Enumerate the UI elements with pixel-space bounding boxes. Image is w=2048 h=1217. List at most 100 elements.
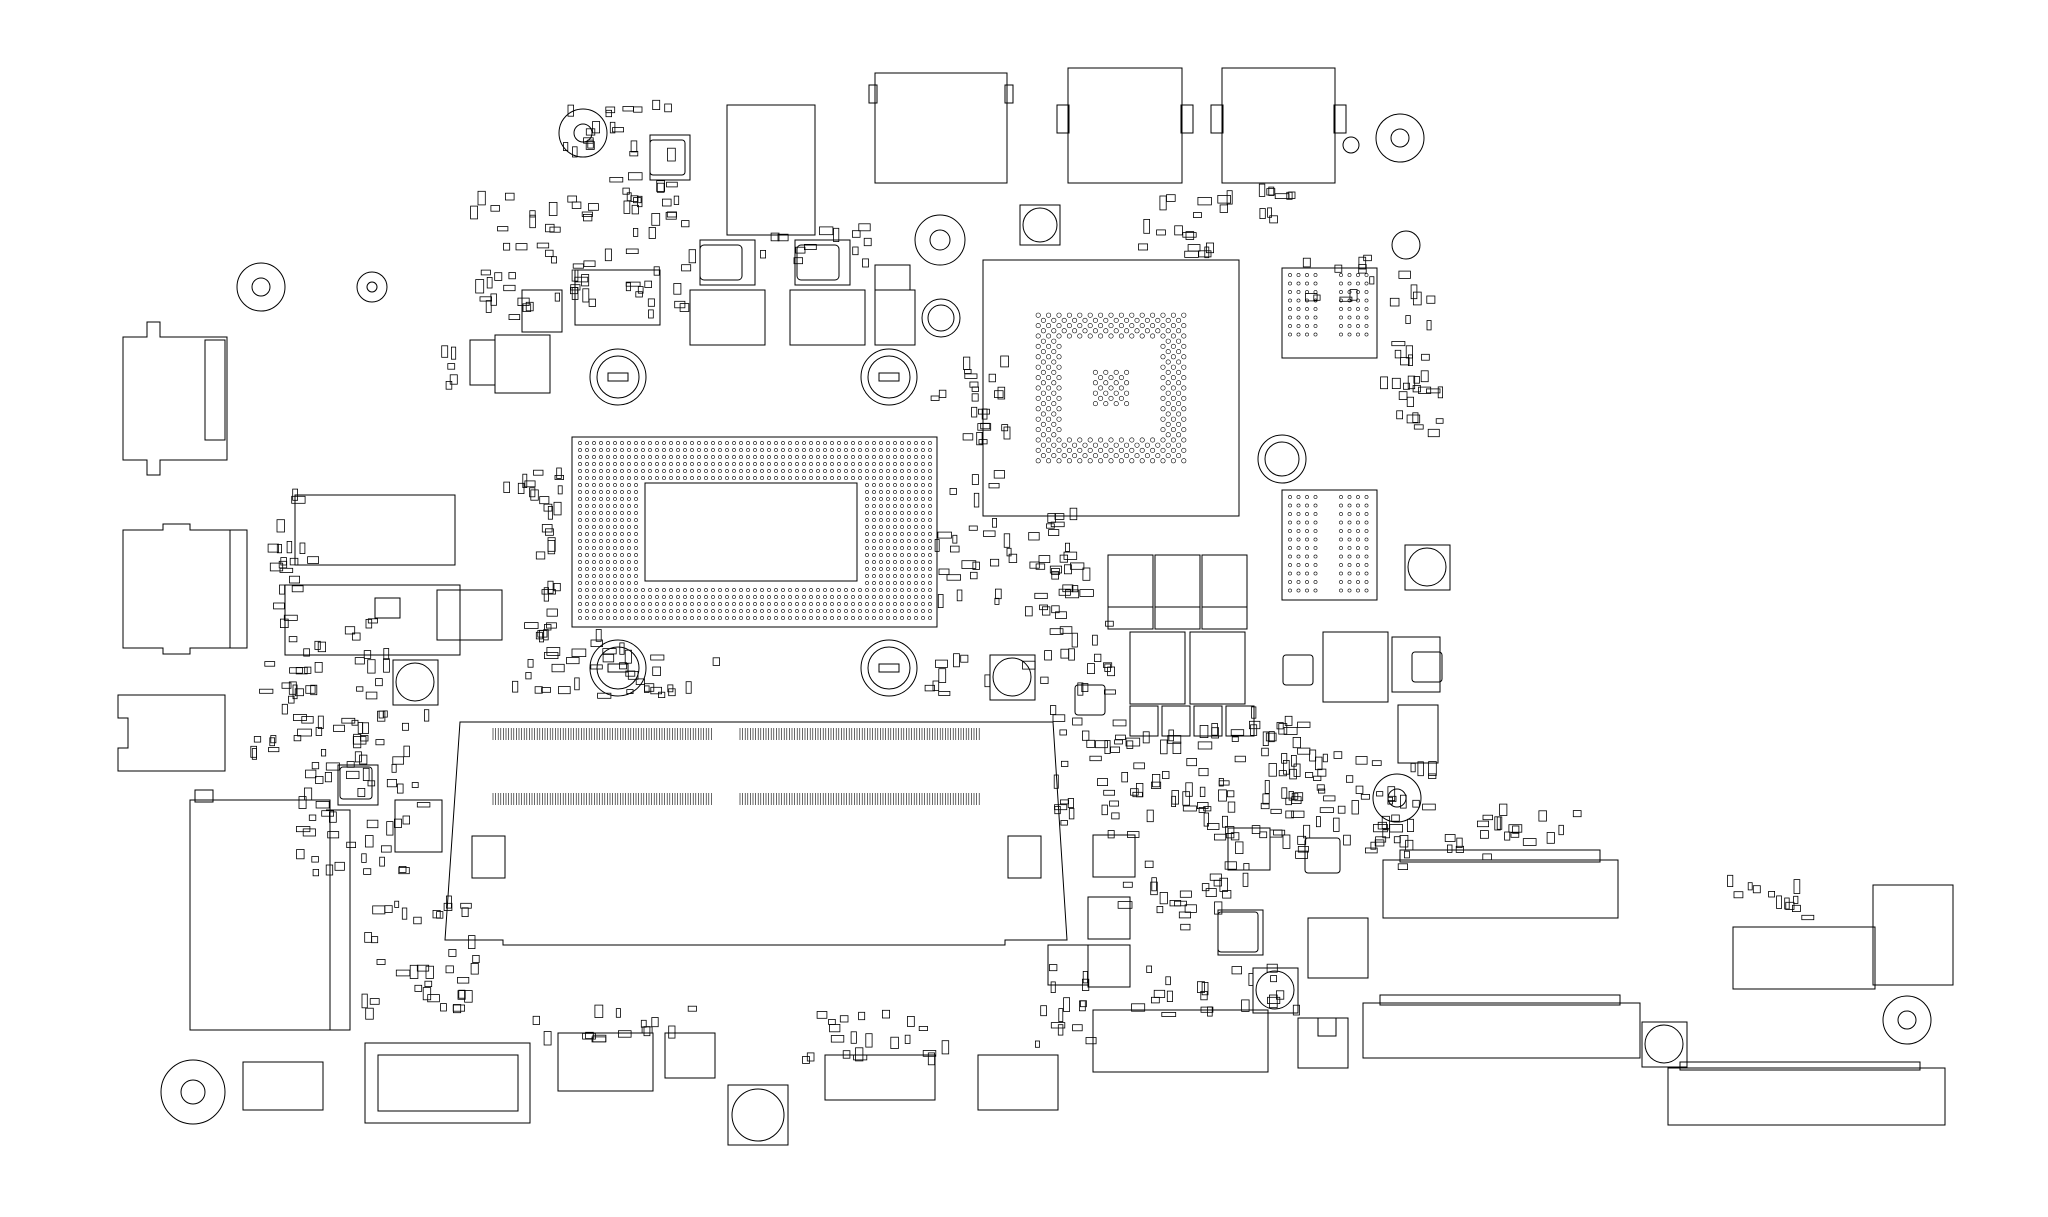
passive: [276, 519, 285, 533]
passive: [1049, 628, 1064, 635]
passive: [932, 680, 940, 692]
passive: [551, 256, 557, 264]
passive: [1393, 836, 1401, 844]
passive: [924, 684, 935, 692]
ffc-connector: [1667, 1061, 1946, 1126]
passive: [1130, 788, 1139, 796]
passive: [543, 503, 553, 512]
passive: [1793, 895, 1799, 904]
passive: [545, 223, 555, 233]
passive: [363, 868, 372, 875]
passive: [1270, 808, 1282, 814]
passive: [295, 667, 308, 675]
passive: [380, 845, 392, 853]
passive: [279, 618, 289, 628]
passive: [303, 787, 313, 801]
passive: [1408, 354, 1413, 366]
passive: [558, 686, 571, 695]
passive: [1185, 782, 1193, 797]
passive: [1318, 788, 1326, 794]
passive: [334, 861, 345, 871]
passive: [852, 230, 861, 238]
passive: [1407, 818, 1414, 832]
passive: [1001, 424, 1009, 432]
passive: [648, 309, 654, 319]
passive: [1082, 730, 1090, 741]
passive: [1420, 370, 1429, 383]
passive: [1291, 810, 1305, 818]
passive: [862, 258, 869, 268]
passive: [1058, 1008, 1064, 1022]
io-connector: [117, 694, 226, 772]
passive: [1089, 755, 1102, 762]
passive: [1070, 562, 1085, 570]
passive: [1363, 254, 1372, 262]
passive: [828, 1019, 836, 1025]
passive: [1394, 349, 1402, 359]
passive: [391, 764, 397, 773]
passive: [604, 248, 612, 262]
passive: [1407, 375, 1416, 390]
passive: [918, 1026, 928, 1032]
passive: [533, 469, 544, 476]
passive: [1095, 740, 1108, 749]
passive: [269, 562, 284, 572]
passive: [398, 867, 410, 875]
passive: [490, 205, 500, 212]
passive: [1546, 832, 1555, 844]
mounting-hole: [1391, 230, 1421, 260]
passive: [1268, 731, 1275, 743]
passive: [1412, 412, 1419, 423]
passive: [1218, 780, 1230, 786]
passive: [1028, 532, 1040, 541]
passive: [1201, 982, 1209, 996]
passive: [1227, 790, 1235, 798]
passive: [581, 274, 590, 287]
passive: [401, 722, 409, 731]
passive: [938, 691, 951, 696]
passive: [296, 849, 305, 860]
passive: [354, 657, 365, 665]
passive: [938, 568, 950, 575]
passive: [1133, 762, 1145, 770]
passive-components: [250, 99, 1815, 1066]
passive: [964, 373, 978, 379]
passive: [1260, 802, 1270, 810]
passive: [667, 684, 674, 693]
passive: [1261, 747, 1269, 757]
passive: [1059, 729, 1067, 736]
passive: [1104, 689, 1116, 695]
passive: [1153, 989, 1166, 998]
passive: [398, 866, 407, 873]
passive: [1259, 831, 1268, 839]
passive: [1285, 797, 1292, 806]
passive: [1339, 296, 1353, 302]
passive: [1219, 877, 1229, 892]
passive: [571, 648, 587, 657]
passive: [619, 662, 627, 670]
passive: [651, 213, 661, 226]
passive: [546, 622, 557, 629]
passive: [1227, 801, 1236, 813]
passive: [1437, 386, 1443, 399]
qfn-ics: [339, 139, 1443, 953]
passive: [529, 487, 536, 498]
passive: [270, 735, 277, 744]
passive: [291, 585, 304, 593]
passive: [351, 632, 361, 641]
passive: [855, 1047, 864, 1062]
passive: [1058, 588, 1071, 596]
passive: [1243, 863, 1250, 871]
passive: [317, 715, 324, 729]
passive: [687, 1005, 697, 1012]
passive: [588, 298, 596, 307]
passive: [375, 739, 385, 746]
passive: [457, 977, 470, 984]
passive: [938, 668, 947, 683]
passive: [314, 662, 323, 673]
passive: [572, 263, 584, 269]
passive: [574, 677, 580, 691]
passive: [964, 368, 972, 374]
passive: [414, 984, 423, 992]
passive: [1410, 284, 1418, 300]
